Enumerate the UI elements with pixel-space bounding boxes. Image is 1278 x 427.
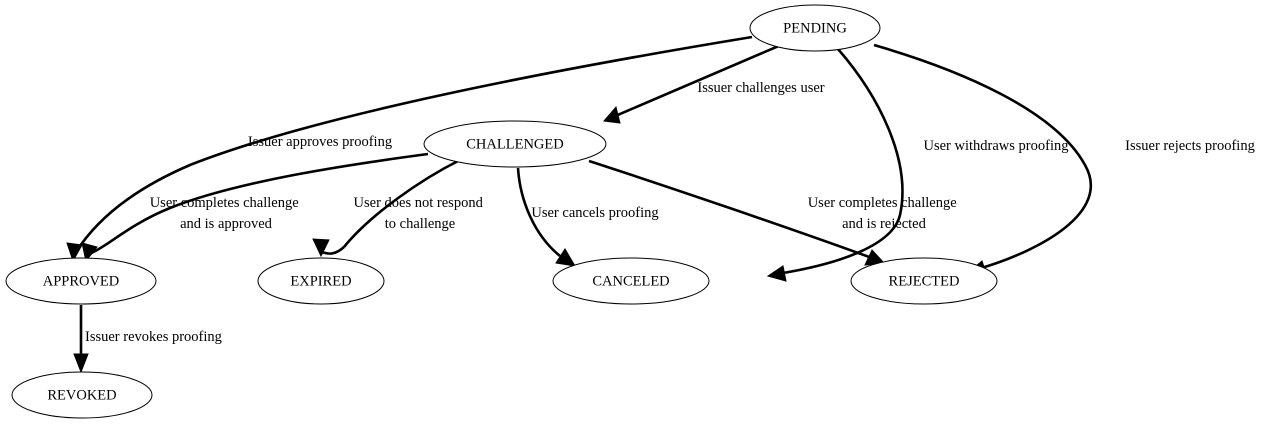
edge-pending-approved-path [74, 35, 753, 253]
edge-pending-canceled-arrowhead [766, 265, 787, 282]
edge-approved-revoked-arrowhead [73, 353, 89, 374]
edge-challenged-approved[interactable] [81, 152, 429, 263]
edge-pending-rejected-path [873, 43, 1093, 271]
edge-label-user-withdraws-proofing: User withdraws proofing [924, 138, 1069, 154]
edge-challenged-rejected-path [588, 159, 873, 260]
edge-label-issuer-approves-proofing: Issuer approves proofing [248, 134, 392, 150]
edge-label-issuer-revokes-proofing: Issuer revokes proofing [85, 329, 222, 345]
edge-label-issuer-rejects-proofing: Issuer rejects proofing [1125, 138, 1255, 154]
node-canceled-label: CANCELED [592, 273, 669, 289]
edge-challenged-canceled[interactable] [516, 167, 576, 267]
edge-challenged-approved-arrowhead [81, 242, 98, 263]
node-rejected-ellipse [850, 257, 998, 305]
edge-labels-layer: Issuer approves proofing Issuer challeng… [85, 80, 1255, 345]
edge-label-user-completes-challenge-approved: User completes challenge and is approved [150, 195, 303, 232]
node-rejected-label: REJECTED [889, 273, 960, 289]
edge-challenged-expired-path [342, 158, 461, 248]
edge-pending-approved-arrowhead [66, 242, 83, 263]
edge-label-user-does-not-respond: User does not respond to challenge [354, 195, 487, 232]
node-revoked-label: REVOKED [47, 387, 116, 403]
node-challenged-ellipse [423, 120, 607, 168]
edge-pending-challenged[interactable] [603, 43, 782, 124]
node-canceled-ellipse [552, 257, 710, 305]
nodes-layer: PENDING CHALLENGED APPROVED EXPIRED CANC… [5, 4, 998, 419]
node-approved-ellipse [5, 257, 157, 305]
node-pending-label: PENDING [783, 20, 847, 36]
node-approved-label: APPROVED [43, 273, 120, 289]
edge-pending-rejected[interactable] [873, 43, 1093, 277]
node-challenged[interactable]: CHALLENGED [423, 120, 607, 168]
edge-approved-revoked[interactable] [73, 305, 89, 374]
edge-pending-challenged-arrowhead [603, 105, 621, 124]
node-pending-ellipse [749, 4, 881, 52]
node-expired[interactable]: EXPIRED [257, 257, 385, 305]
edge-challenged-canceled-path [516, 167, 561, 258]
node-expired-label: EXPIRED [290, 273, 351, 289]
edge-label-issuer-challenges-user: Issuer challenges user [697, 80, 824, 96]
edge-label-user-cancels-proofing: User cancels proofing [531, 205, 658, 221]
edge-challenged-canceled-arrowhead [555, 248, 576, 267]
edge-pending-canceled-path [776, 48, 904, 276]
edge-label-user-completes-challenge-rejected: User completes challenge and is rejected [808, 195, 961, 232]
edge-challenged-approved-path [90, 152, 429, 255]
edge-pending-approved[interactable] [66, 35, 753, 263]
edge-pending-challenged-path [612, 43, 782, 119]
edge-challenged-expired-arrowhead [312, 238, 330, 258]
edge-challenged-expired[interactable] [312, 158, 461, 258]
node-revoked-ellipse [11, 371, 153, 419]
node-rejected[interactable]: REJECTED [850, 257, 998, 305]
edge-challenged-expired-path-tail [320, 246, 345, 255]
node-approved[interactable]: APPROVED [5, 257, 157, 305]
node-challenged-label: CHALLENGED [466, 136, 563, 152]
node-expired-ellipse [257, 257, 385, 305]
node-canceled[interactable]: CANCELED [552, 257, 710, 305]
node-pending[interactable]: PENDING [749, 4, 881, 52]
node-revoked[interactable]: REVOKED [11, 371, 153, 419]
edge-pending-canceled[interactable] [766, 48, 904, 282]
